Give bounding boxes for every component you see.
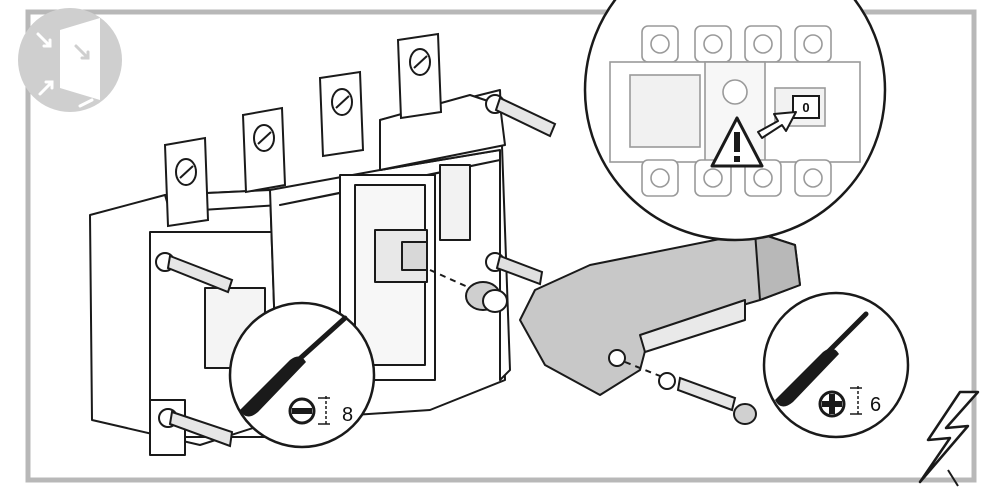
phillips-screwdriver-callout: 6 [762,291,910,439]
handle-screw [624,361,757,425]
arrow-icon [757,111,797,139]
phillips-size-label: 6 [870,394,881,416]
slotted-screwdriver-callout: 8 [228,301,376,449]
mounting-screws [155,94,557,448]
slotted-screwdriver-icon [240,315,348,417]
terminal-lug [163,136,210,228]
phillips-screwdriver-icon [775,311,869,407]
wall-mount-badge-icon [18,8,122,112]
screw [485,252,544,286]
coupler-parts [429,269,508,313]
terminal-lugs [163,32,443,228]
position-label: 0 [802,100,809,115]
terminal-lug [318,70,365,158]
detail-view: 0 [583,0,887,242]
slotted-head-icon [288,397,316,425]
screw [155,252,234,294]
terminal-lug [241,106,287,194]
warning-triangle-icon [710,116,764,168]
lightning-bolt-icon [918,390,980,487]
terminal-lug [396,32,443,120]
slotted-size-label: 8 [342,404,353,426]
rotary-handle [519,231,801,396]
screw [158,408,234,448]
phillips-head-icon [818,390,846,418]
screw [485,94,557,138]
position-indicator [792,95,820,119]
diagram-frame [25,9,977,483]
